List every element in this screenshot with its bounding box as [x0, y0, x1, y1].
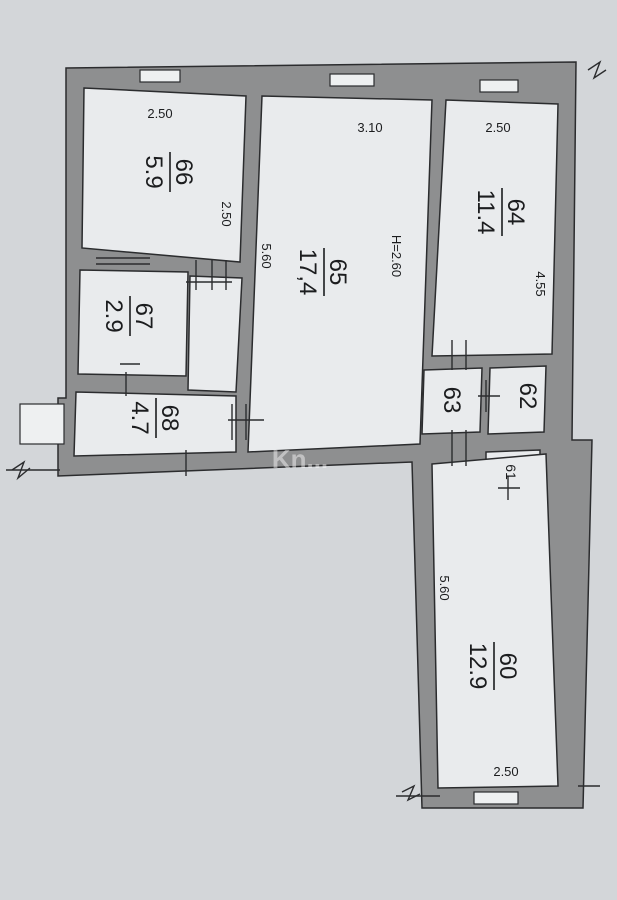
window-4 — [473, 791, 519, 805]
label-room-60: 60 12.9 — [464, 642, 521, 690]
room-66-area: 5.9 — [140, 155, 167, 188]
room-63 — [421, 367, 483, 435]
room-67-area: 2.9 — [100, 299, 127, 332]
room-68-id: 68 — [156, 405, 183, 432]
room-61-id: 61 — [503, 464, 519, 480]
watermark-text: Kn... — [272, 444, 328, 474]
window-1 — [139, 69, 181, 83]
label-room-66: 66 5.9 — [140, 152, 197, 192]
break-marks — [6, 60, 607, 802]
dim-room60-width: 2.50 — [493, 764, 518, 779]
label-room-67: 67 2.9 — [100, 296, 157, 336]
corridor — [187, 275, 243, 393]
dim-room64-length: 4.55 — [533, 271, 548, 296]
window-2 — [329, 73, 375, 87]
room-66-id: 66 — [170, 159, 197, 186]
label-room-68: 68 4.7 — [126, 398, 183, 438]
room-62-id: 62 — [514, 383, 541, 410]
room-65-area: 17,4 — [294, 249, 321, 296]
room-64-id: 64 — [502, 199, 529, 226]
room-67-id: 67 — [130, 303, 157, 330]
label-room-63: 63 — [438, 387, 465, 414]
window-3 — [479, 79, 519, 93]
room-65 — [247, 95, 433, 453]
dim-room60-length: 5.60 — [437, 575, 452, 600]
room-68-area: 4.7 — [126, 401, 153, 434]
room-62 — [487, 365, 547, 435]
room-67 — [77, 269, 189, 377]
room-65-id: 65 — [324, 259, 351, 286]
dim-room66-width: 2.50 — [147, 106, 172, 121]
room-68 — [73, 391, 237, 457]
dim-room65-width: 3.10 — [357, 120, 382, 135]
room-63-id: 63 — [438, 387, 465, 414]
window-5 — [19, 403, 65, 445]
label-room-64: 64 11.4 — [472, 188, 529, 236]
room-60 — [431, 453, 559, 789]
dim-room64-width: 2.50 — [485, 120, 510, 135]
room-64-area: 11.4 — [472, 190, 499, 235]
label-room-65: 65 17,4 — [294, 248, 351, 296]
dim-ceiling-height: H=2.60 — [389, 235, 404, 277]
door-marks — [96, 257, 520, 500]
dim-room65-length: 5.60 — [259, 243, 274, 268]
room-60-area: 12.9 — [464, 643, 491, 690]
room-66 — [81, 87, 247, 263]
room-60-id: 60 — [494, 653, 521, 680]
dim-room66-length: 2.50 — [219, 201, 234, 226]
room-64 — [431, 99, 559, 357]
label-room-61: 61 — [503, 464, 519, 480]
label-room-62: 62 — [514, 383, 541, 410]
